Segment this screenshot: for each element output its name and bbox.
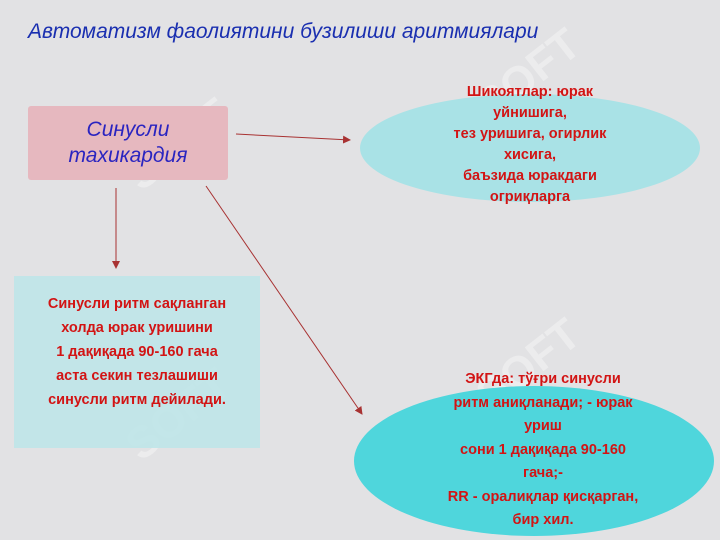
ecg-line: бир хил. <box>512 512 574 528</box>
ecg-line: сони 1 дақиқада 90-160 <box>460 441 626 458</box>
ecg-line: RR - оралиқлар қисқарган, <box>447 488 639 505</box>
definition-line: 1 дақиқада 90-160 гача <box>56 344 218 360</box>
arrow-to-ecg <box>205 185 363 415</box>
complaints-ellipse <box>360 94 700 202</box>
slide-title: Автоматизм фаолиятини бузилиши аритмияла… <box>28 20 539 43</box>
complaints-line: хисига, <box>503 147 557 163</box>
ecg-text: ЭКГда: тўғри синусли ритм аниқланади; - … <box>398 368 688 533</box>
center-box-line-2: тахикардия <box>68 144 188 167</box>
definition-line: холда юрак уришини <box>61 320 213 336</box>
ecg-ellipse <box>354 386 714 536</box>
ecg-line: гача;- <box>523 465 563 481</box>
sinus-tachycardia-box: Синусли тахикардия <box>28 106 228 180</box>
definition-text: Синусли ритм сақланган холда юрак уришин… <box>14 292 260 412</box>
ecg-line: ЭКГда: тўғри синусли <box>465 371 621 387</box>
ecg-line: ритм аниқланади; - юрак <box>453 394 633 411</box>
complaints-line: Шикоятлар: юрак <box>466 84 594 100</box>
definition-box <box>14 276 260 448</box>
ecg-line: уриш <box>524 418 562 434</box>
complaints-line: тез уришига, огирлик <box>453 126 607 142</box>
definition-line: Синусли ритм сақланган <box>47 296 227 312</box>
complaints-text: Шикоятлар: юрак уйнишига, тез уришига, о… <box>412 82 648 208</box>
complaints-line: огриқларга <box>489 189 571 205</box>
definition-line: аста секин тезлашиши <box>56 368 218 384</box>
complaints-line: уйнишига, <box>493 105 567 121</box>
center-box-line-1: Синусли <box>86 118 170 141</box>
complaints-line: баъзида юракдаги <box>463 168 597 184</box>
arrow-to-complaints <box>235 133 351 144</box>
definition-line: синусли ритм дейилади. <box>48 392 226 408</box>
